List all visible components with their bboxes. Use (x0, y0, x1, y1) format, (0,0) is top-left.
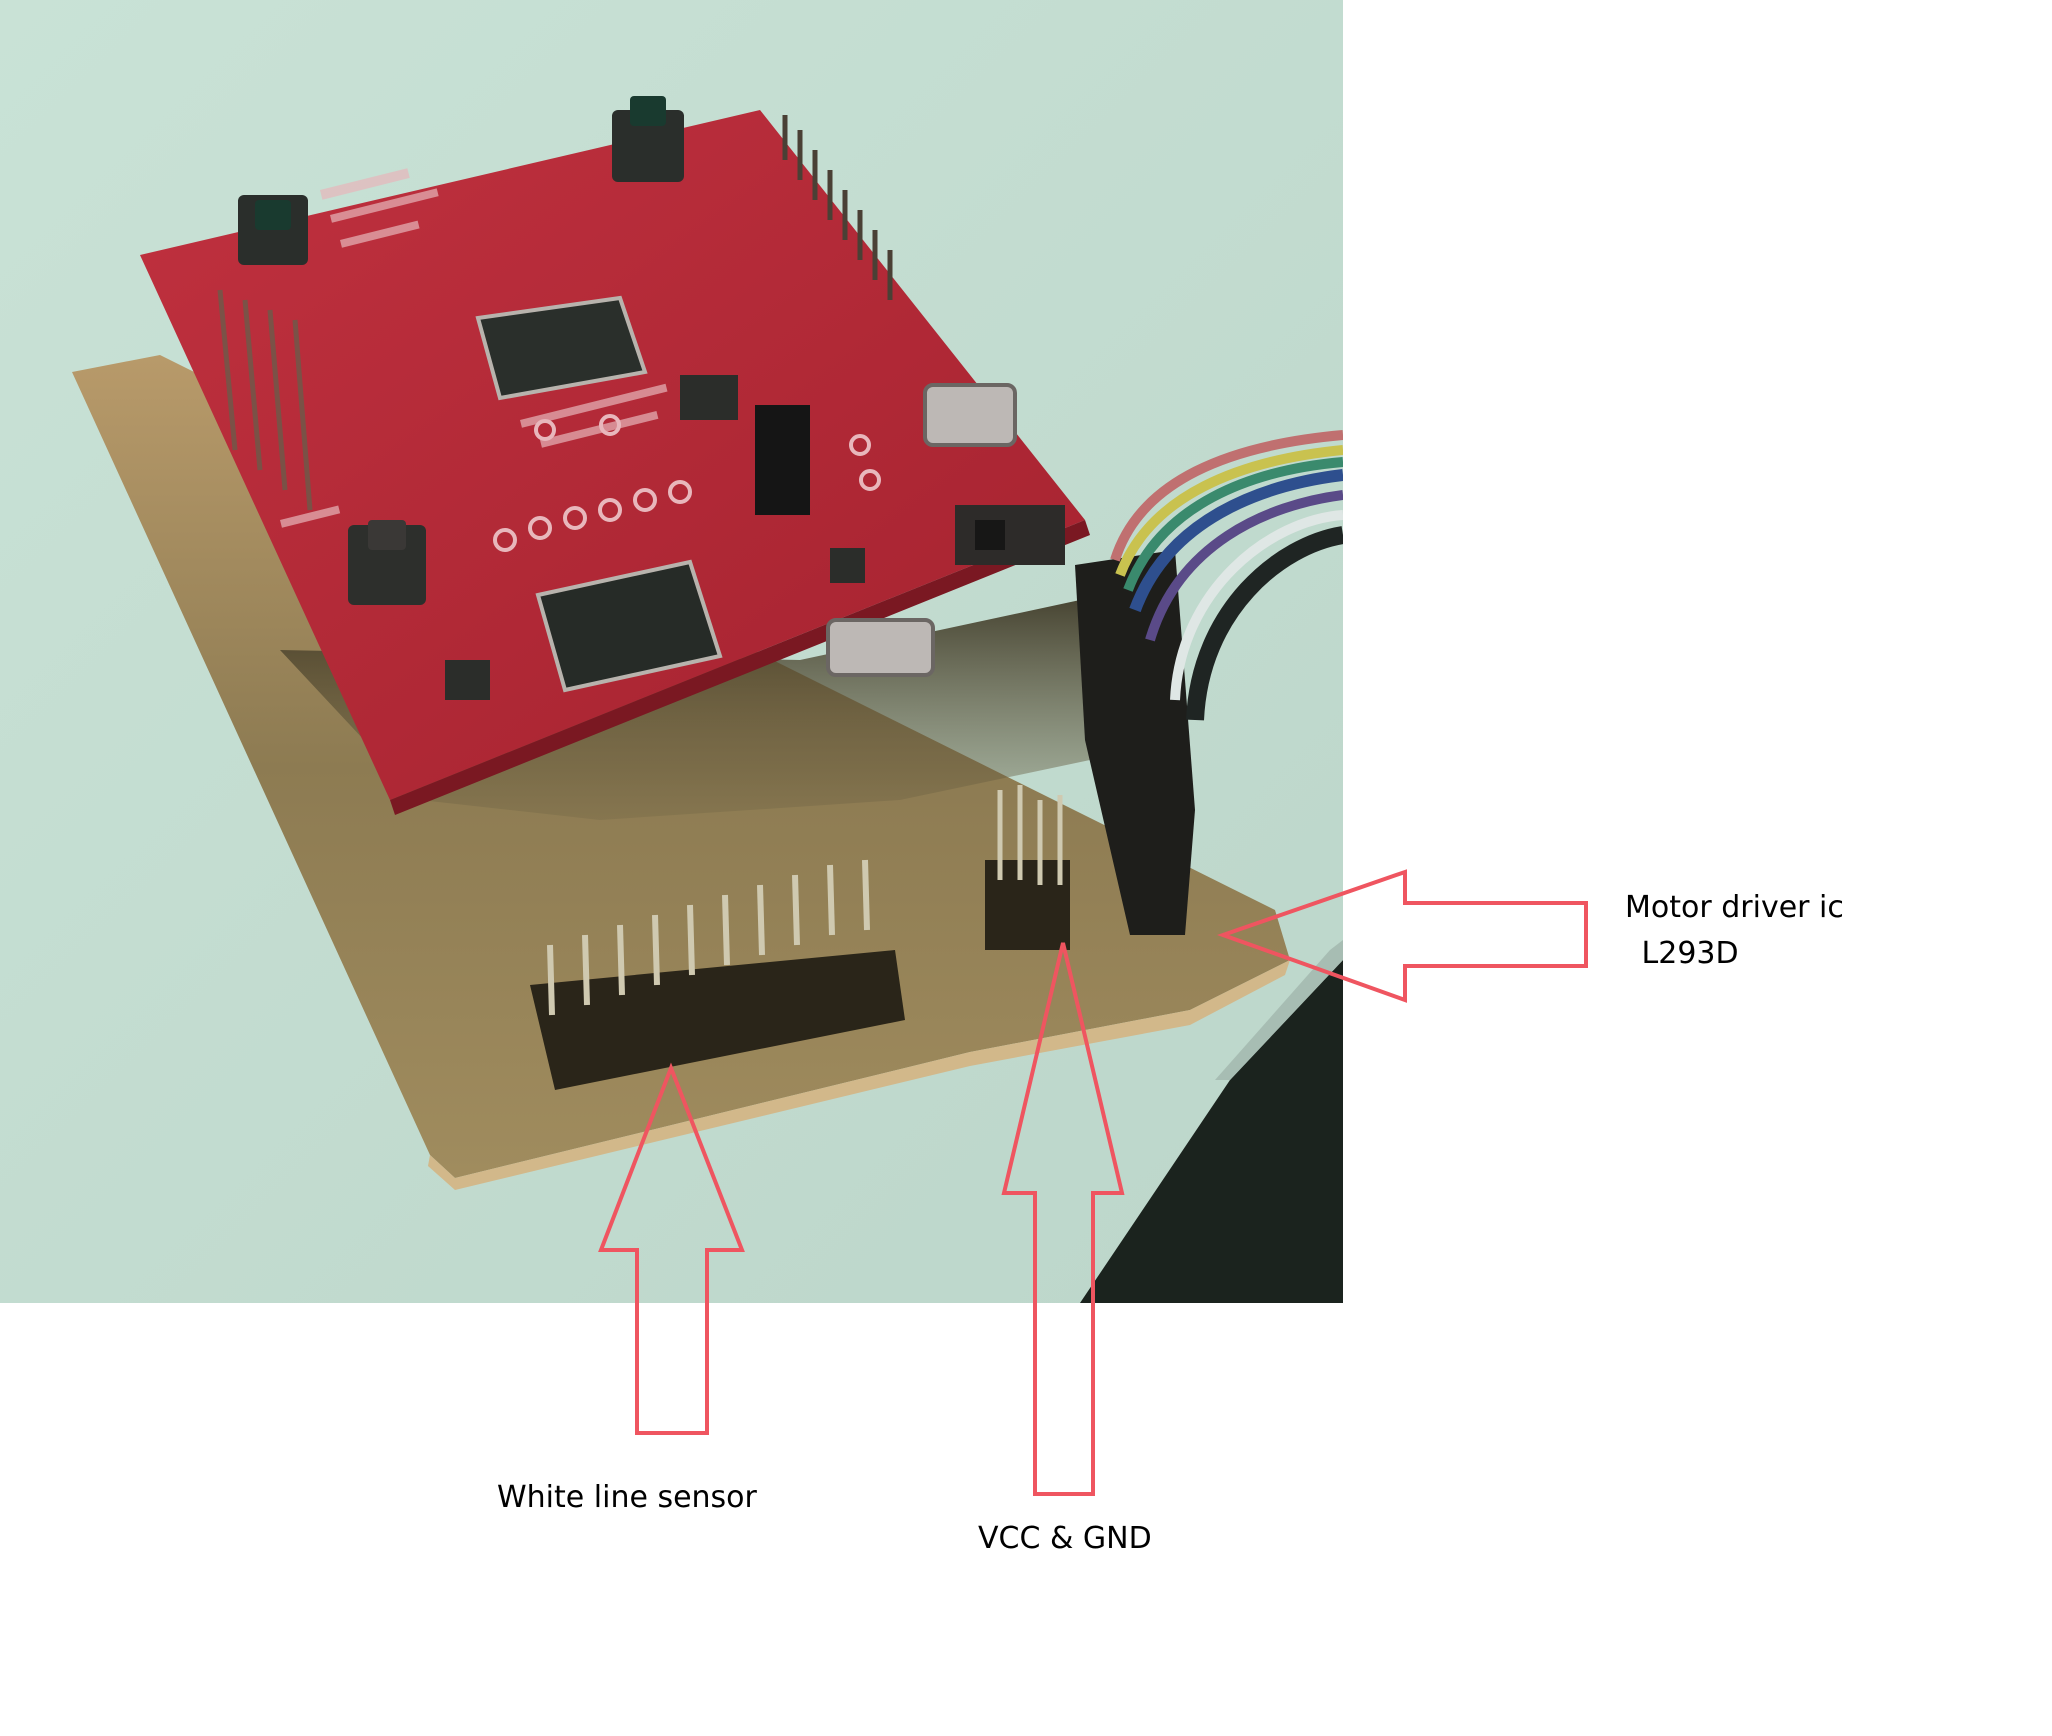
motor-connector (1075, 430, 1343, 935)
vcc-gnd-label: VCC & GND (978, 1521, 1152, 1556)
tact-switch-3 (348, 520, 426, 605)
power-switch (955, 505, 1065, 565)
mcu-chip-top (475, 295, 648, 401)
tact-switch-2 (612, 96, 684, 182)
usb-connector-1 (923, 383, 1017, 447)
usb-connector-2 (826, 618, 935, 677)
dark-object (1080, 960, 1343, 1303)
motor-driver-part-label: L293D (1632, 936, 1739, 971)
sensor-header (530, 859, 905, 1090)
mcu-chip-bottom (535, 559, 723, 693)
board-photo (0, 0, 1343, 1303)
jumper (755, 405, 810, 515)
power-header (985, 785, 1070, 950)
tact-switch-1 (238, 195, 308, 265)
launchpad-board (140, 110, 1085, 800)
motor-driver-label: Motor driver ic (1625, 890, 1844, 925)
white-line-sensor-label: White line sensor (497, 1480, 757, 1515)
